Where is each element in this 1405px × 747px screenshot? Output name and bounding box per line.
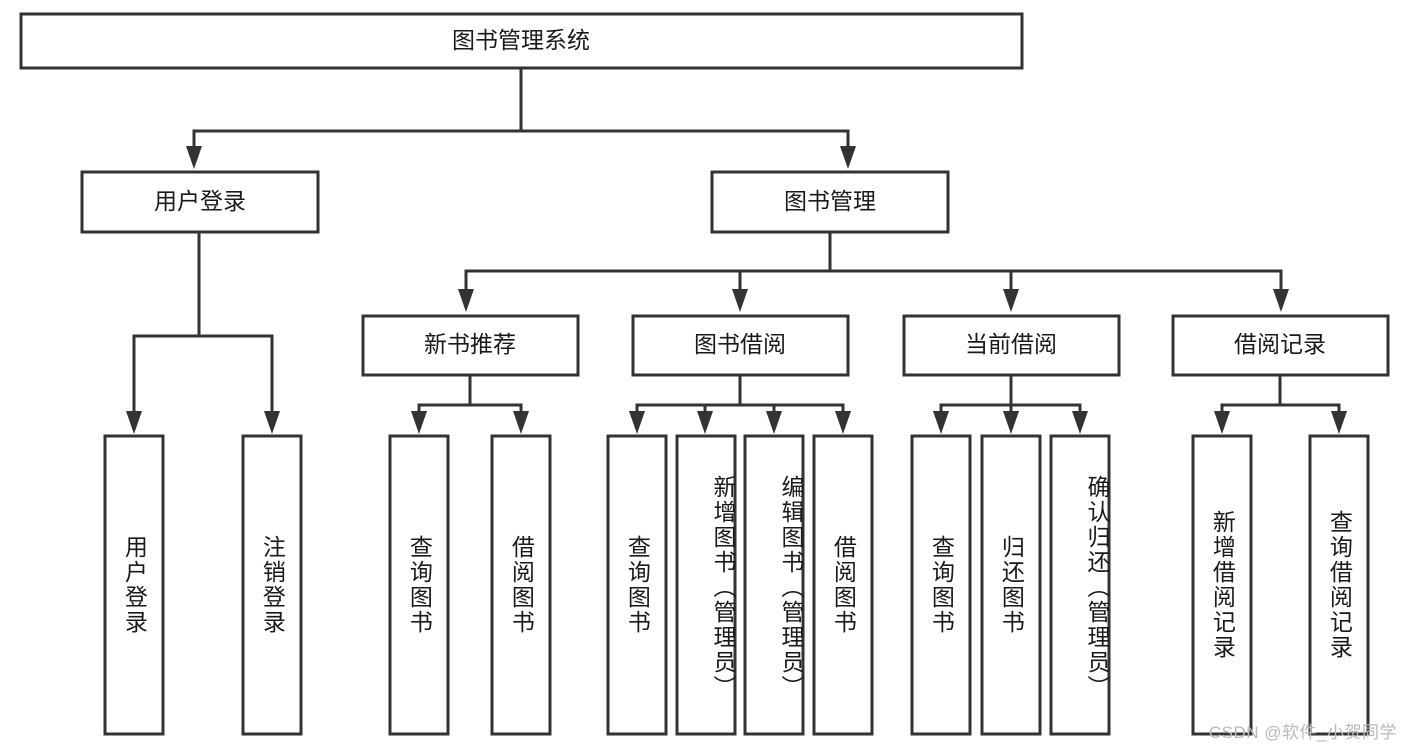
node-book-borrow[interactable]: 图书借阅 (631, 314, 850, 377)
leaf-node[interactable] (980, 434, 1042, 736)
node-new-book-recommend-label: 新书推荐 (424, 331, 516, 357)
node-borrow-record-label: 借阅记录 (1234, 331, 1326, 357)
leaf-node[interactable] (1049, 434, 1111, 736)
leaf-node[interactable] (1308, 434, 1370, 736)
leaf-node[interactable] (388, 434, 450, 736)
node-current-borrow[interactable]: 当前借阅 (902, 314, 1121, 377)
node-new-book-recommend[interactable]: 新书推荐 (361, 314, 580, 377)
node-book-management-label: 图书管理 (784, 188, 876, 214)
node-book-borrow-label: 图书借阅 (694, 331, 786, 357)
leaf-node[interactable] (675, 434, 737, 736)
leaf-node[interactable] (490, 434, 552, 736)
connector-book-mgmt-to-level3 (458, 231, 1289, 312)
node-root[interactable]: 图书管理系统 (19, 12, 1024, 70)
connector-current-borrow-to-leaves (933, 374, 1088, 434)
leaf-node[interactable] (103, 434, 165, 736)
node-user-login-label: 用户登录 (154, 188, 246, 214)
connector-user-login-to-leaves (126, 231, 280, 434)
connector-borrow-record-to-leaves (1214, 374, 1347, 434)
leaf-node[interactable] (241, 434, 303, 736)
leaf-node[interactable] (1191, 434, 1253, 736)
leaf-node[interactable] (812, 434, 874, 736)
connector-root-to-level2 (186, 66, 856, 169)
node-user-login[interactable]: 用户登录 (80, 170, 320, 234)
node-borrow-record[interactable]: 借阅记录 (1171, 314, 1390, 377)
watermark: CSDN @软件_小贺同学 (1208, 723, 1397, 742)
connector-book-borrow-to-leaves (629, 374, 851, 434)
leaf-node[interactable] (743, 434, 805, 736)
node-root-label: 图书管理系统 (452, 27, 590, 53)
leaf-node[interactable] (910, 434, 972, 736)
connector-new-book-to-leaves (411, 374, 529, 434)
node-book-management[interactable]: 图书管理 (710, 170, 950, 234)
node-current-borrow-label: 当前借阅 (965, 331, 1057, 357)
leaf-node[interactable] (606, 434, 668, 736)
